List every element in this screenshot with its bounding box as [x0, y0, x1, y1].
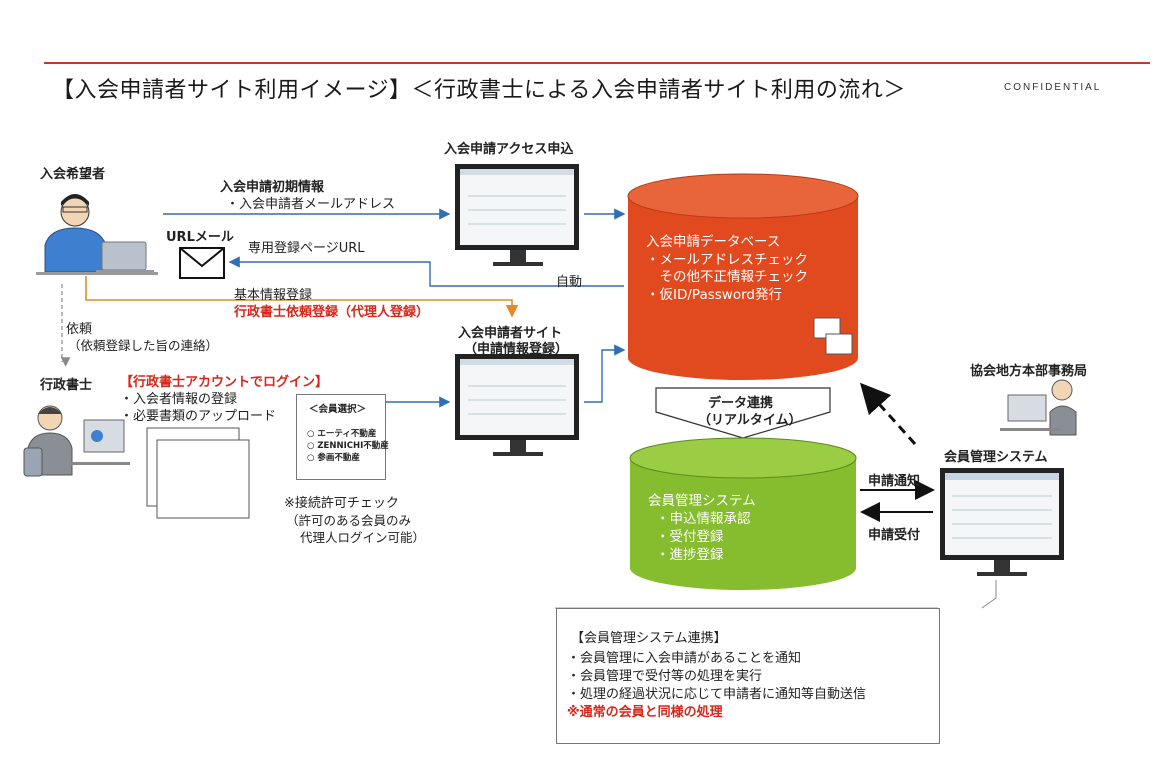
data-link-subtitle: （リアルタイム） [698, 413, 802, 428]
applicant-site-label: 入会申請者サイト [458, 326, 563, 341]
data-link-title: データ連携 [708, 396, 774, 411]
terminal-to-db-dashed-arrow [859, 382, 917, 446]
member-db-title: 会員管理システム [648, 493, 756, 509]
integration-item2: ・会員管理で受付等の処理を実行 [567, 669, 763, 684]
radio-icon: ○ [307, 453, 318, 463]
initial-info-item: ・入会申請者メールアドレス [226, 197, 396, 212]
access-form-monitor [455, 164, 579, 266]
documents-icon [146, 427, 250, 519]
member-terminal-label: 会員管理システム [944, 450, 1048, 465]
member-system-cylinder [629, 437, 857, 590]
database-line2: その他不正情報チェック [646, 269, 808, 285]
site-to-db-arrow [584, 344, 626, 403]
radio-icon: ○ [307, 441, 318, 451]
regional-office-label: 協会地方本部事務局 [970, 364, 1088, 379]
request-note: （依頼登録した旨の連絡） [68, 338, 219, 353]
applicant-person-icon [36, 194, 158, 275]
permission-line1: （許可のある会員のみ [286, 513, 412, 528]
accept-label: 申請受付 [868, 528, 921, 543]
scrivener-login-label: 【行政書士アカウントでログイン】 [120, 375, 329, 390]
member-option[interactable]: ○ ZENNICHI不動産 [307, 441, 389, 451]
permission-title: ※接続許可チェック [284, 496, 399, 511]
permission-line2: 代理人ログイン可能） [300, 530, 426, 545]
callout-line [981, 580, 997, 609]
member-option[interactable]: ○ 参画不動産 [307, 453, 360, 463]
member-select-title: ＜会員選択＞ [309, 404, 367, 415]
access-site-label: 入会申請アクセス申込 [444, 142, 574, 157]
application-database-cylinder [627, 173, 859, 380]
auto-label: 自動 [556, 275, 583, 290]
regional-office-person-icon [1000, 379, 1077, 436]
integration-box: 【会員管理システム連携】 ・会員管理に入会申請があることを通知 ・会員管理で受付… [556, 608, 940, 744]
db-to-mail-arrow [228, 256, 624, 287]
member-db-line2: ・受付登録 [656, 529, 724, 545]
radio-icon: ○ [307, 429, 318, 439]
applicant-site-monitor [455, 354, 579, 456]
scrivener-item-upload: ・必要書類のアップロード [120, 409, 277, 424]
member-db-line1: ・申込情報承認 [656, 511, 751, 527]
integration-item3: ・処理の経過状況に応じて申請者に通知等自動送信 [567, 687, 867, 702]
database-line3: ・仮ID/Password発行 [646, 287, 782, 303]
scrivener-item-register: ・入会者情報の登録 [120, 392, 238, 407]
member-option[interactable]: ○ エーティ不動産 [307, 429, 377, 439]
basic-info-label: 基本情報登録 [234, 288, 313, 303]
envelope-icon [179, 247, 225, 279]
scrivener-request-label: 行政書士依頼登録（代理人登録） [234, 305, 430, 320]
member-db-line3: ・進捗登録 [656, 547, 724, 563]
header-rule [44, 62, 1150, 64]
applicant-site-sublabel: （申請情報登録） [464, 342, 569, 357]
member-select-panel[interactable]: ＜会員選択＞ ○ エーティ不動産 ○ ZENNICHI不動産 ○ 参画不動産 [296, 394, 389, 480]
integration-title: 【会員管理システム連携】 [571, 631, 727, 646]
page-title: 【入会申請者サイト利用イメージ】＜行政書士による入会申請者サイト利用の流れ＞ [52, 78, 906, 103]
scrivener-person-icon [23, 405, 130, 477]
url-mail-label: URLメール [166, 230, 234, 245]
integration-note: ※通常の会員と同様の処理 [567, 705, 723, 720]
basic-info-arrow [85, 276, 519, 318]
data-link-arrow [655, 387, 831, 439]
notify-label: 申請通知 [868, 474, 921, 489]
confidential-label: CONFIDENTIAL [1004, 82, 1102, 93]
initial-info-title: 入会申請初期情報 [220, 180, 325, 195]
database-title: 入会申請データベース [646, 234, 781, 250]
url-page-label: 専用登録ページURL [248, 241, 365, 256]
database-line1: ・メールアドレスチェック [646, 252, 808, 268]
request-label: 依頼 [66, 322, 93, 337]
member-system-monitor [940, 468, 1064, 576]
scrivener-label: 行政書士 [40, 378, 93, 393]
applicant-label: 入会希望者 [40, 167, 106, 182]
integration-item1: ・会員管理に入会申請があることを通知 [567, 651, 802, 666]
